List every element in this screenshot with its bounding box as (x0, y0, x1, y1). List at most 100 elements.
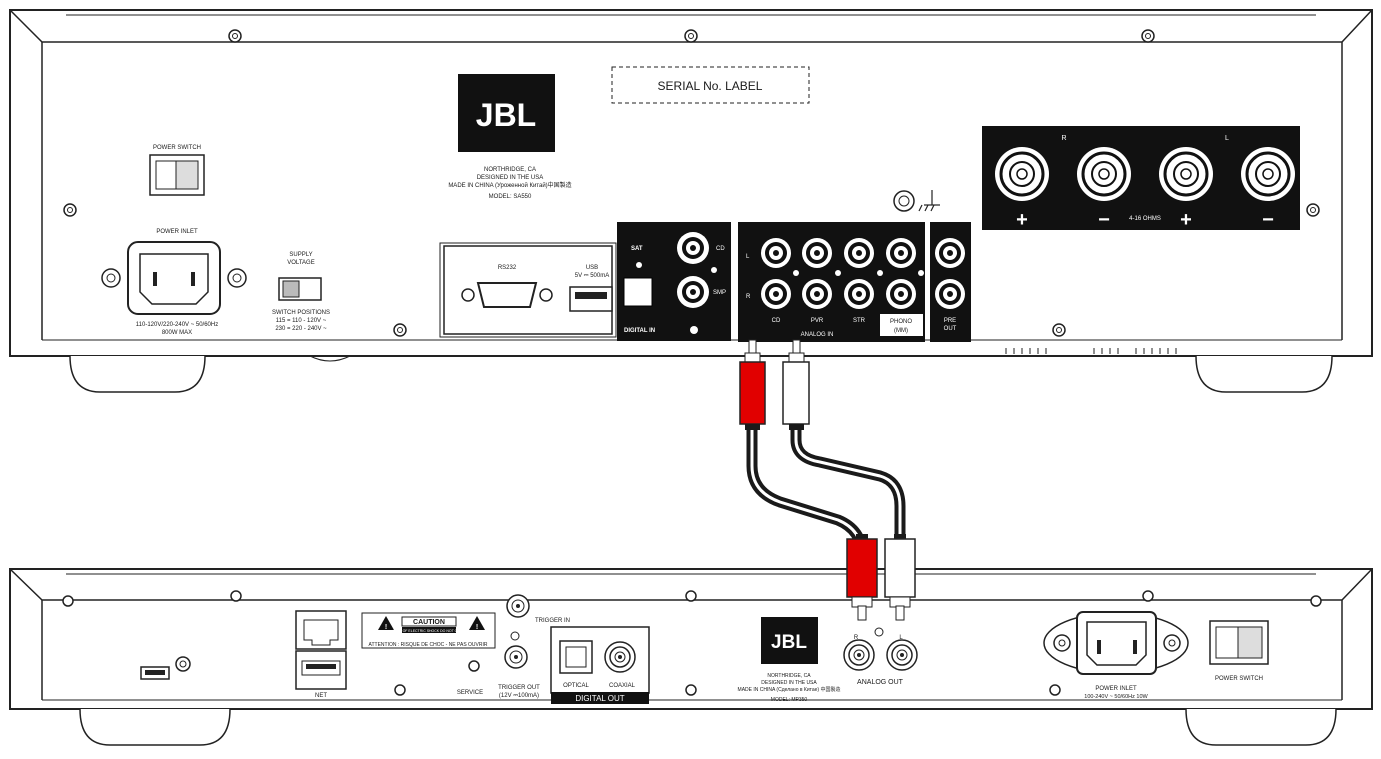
power-rating-1: 110-120V/220-240V ~ 50/60Hz (136, 322, 218, 328)
optical-label: OPTICAL (563, 683, 589, 689)
rca-jack-pvr-r[interactable] (802, 279, 832, 309)
screw-icon (685, 684, 697, 696)
speaker-r-label: R (1061, 135, 1066, 142)
speaker-terminal-l-plus[interactable] (1159, 147, 1213, 201)
screw-icon (1306, 203, 1320, 217)
power-inlet[interactable] (1043, 611, 1189, 675)
minus-sign: − (1098, 209, 1110, 231)
rca-jack-analog-out-r[interactable] (843, 639, 875, 671)
rca-jack-cd-r[interactable] (761, 279, 791, 309)
rca-cable (739, 339, 916, 621)
screw-icon (1049, 684, 1061, 696)
screw-icon (1141, 29, 1155, 43)
reset-button[interactable] (175, 656, 191, 672)
streamer-rear-panel: NET ! ! CAUTION RISK OF ELECTRIC SHOCK D… (9, 568, 1373, 746)
rca-jack-pre-out-r[interactable] (935, 279, 965, 309)
analog-in-panel: L R CD PVR STR PHONO (MM) ANALOG IN (738, 222, 925, 342)
rca-jack-cd-l[interactable] (761, 238, 791, 268)
rca-jack-analog-out-l[interactable] (886, 639, 918, 671)
power-switch[interactable] (1209, 620, 1269, 665)
cd-label: CD (716, 246, 725, 252)
rca-jack-phono-l[interactable] (886, 238, 916, 268)
voltage-selector-switch[interactable] (278, 277, 322, 301)
speaker-terminal-r-plus[interactable] (995, 147, 1049, 201)
model-text: MODEL: MP350 (771, 697, 808, 703)
coaxial-output[interactable] (604, 641, 636, 673)
rca-plug-red (846, 534, 878, 621)
plus-sign: + (1180, 209, 1192, 231)
address-text: NORTHRIDGE, CA (484, 167, 536, 173)
speaker-terminal-l-minus[interactable] (1241, 147, 1295, 201)
rca-jack-str-r[interactable] (844, 279, 874, 309)
minus-sign: − (1262, 209, 1274, 231)
rca-jack-pvr-l[interactable] (802, 238, 832, 268)
analog-in-r-label: R (746, 294, 751, 300)
rca-jack-pre-out-l[interactable] (935, 238, 965, 268)
power-switch[interactable] (149, 154, 205, 196)
in-str-label: STR (853, 318, 866, 324)
switch-positions-label: SWITCH POSITIONS (272, 310, 330, 316)
trigger-in-label: TRIGGER IN (535, 618, 570, 624)
pre-out-panel: PRE OUT (930, 222, 971, 342)
usb-rating: 5V ⎓ 500mA (575, 273, 609, 279)
usb-port[interactable] (295, 650, 347, 690)
attention-text: ATTENTION : RISQUE DE CHOC - NE PAS OUVR… (369, 642, 488, 648)
screw-icon (63, 203, 77, 217)
screw-icon (685, 590, 697, 602)
jbl-logo: JBL (761, 617, 818, 664)
coaxial-label: COAXIAL (609, 683, 636, 689)
power-switch-label: POWER SWITCH (153, 145, 201, 151)
power-inlet[interactable] (101, 241, 247, 315)
foot (69, 355, 206, 393)
coaxial-input-cd[interactable] (677, 232, 709, 264)
foot (1185, 708, 1337, 746)
screw-icon (1142, 590, 1154, 602)
supply-voltage-label-2: VOLTAGE (287, 260, 314, 266)
foot (1195, 355, 1333, 393)
rca-plug-red (739, 339, 766, 430)
analog-out-l-label: L (899, 635, 903, 641)
analog-in-l-label: L (746, 254, 750, 260)
supply-voltage-label-1: SUPPLY (289, 252, 312, 258)
trigger-out-jack[interactable] (504, 645, 528, 669)
service-button[interactable] (468, 660, 480, 672)
switch-position-2: 230 = 220 - 240V ~ (275, 326, 327, 332)
optical-output[interactable] (559, 640, 593, 674)
in-cd-label: CD (772, 318, 781, 324)
caution-label: ! ! CAUTION RISK OF ELECTRIC SHOCK DO NO… (361, 612, 496, 649)
address-text: NORTHRIDGE, CA (767, 673, 811, 679)
optical-input-sat[interactable] (623, 277, 653, 307)
digital-in-panel: SAT CD SMP DIGITAL IN (617, 222, 731, 341)
switch-position-1: 115 = 110 - 120V ~ (276, 318, 327, 324)
screw-icon (393, 323, 407, 337)
power-inlet-label: POWER INLET (156, 229, 198, 235)
micro-usb-port[interactable] (140, 666, 170, 680)
designed-text: DESIGNED IN THE USA (761, 680, 817, 686)
foot (79, 708, 231, 746)
svg-text:JBL: JBL (476, 97, 536, 133)
power-inlet-label: POWER INLET (1095, 686, 1137, 692)
rca-jack-str-l[interactable] (844, 238, 874, 268)
sat-label: SAT (631, 246, 643, 252)
made-text: MADE IN CHINA (Уроженной Китай)中国製造 (448, 181, 571, 189)
trigger-out-label-1: TRIGGER OUT (498, 685, 540, 691)
ethernet-port[interactable] (295, 610, 347, 650)
plus-sign: + (1016, 209, 1028, 231)
smp-label: SMP (713, 290, 726, 296)
in-pvr-label: PVR (811, 318, 824, 324)
rs232-port[interactable] (461, 282, 553, 308)
analog-out-label: ANALOG OUT (857, 679, 904, 686)
usb-port[interactable] (569, 286, 613, 312)
screw-icon (394, 684, 406, 696)
ground-terminal[interactable] (893, 190, 915, 212)
trigger-in-jack[interactable] (506, 594, 530, 618)
speaker-terminal-r-minus[interactable] (1077, 147, 1131, 201)
coaxial-input-smp[interactable] (677, 276, 709, 308)
rca-plug-white (782, 339, 810, 430)
caution-text: CAUTION (413, 619, 445, 626)
designed-text: DESIGNED IN THE USA (477, 175, 544, 181)
serial-label-text: SERIAL No. LABEL (658, 79, 763, 93)
rca-jack-phono-r[interactable] (886, 279, 916, 309)
speaker-l-label: L (1225, 135, 1229, 142)
